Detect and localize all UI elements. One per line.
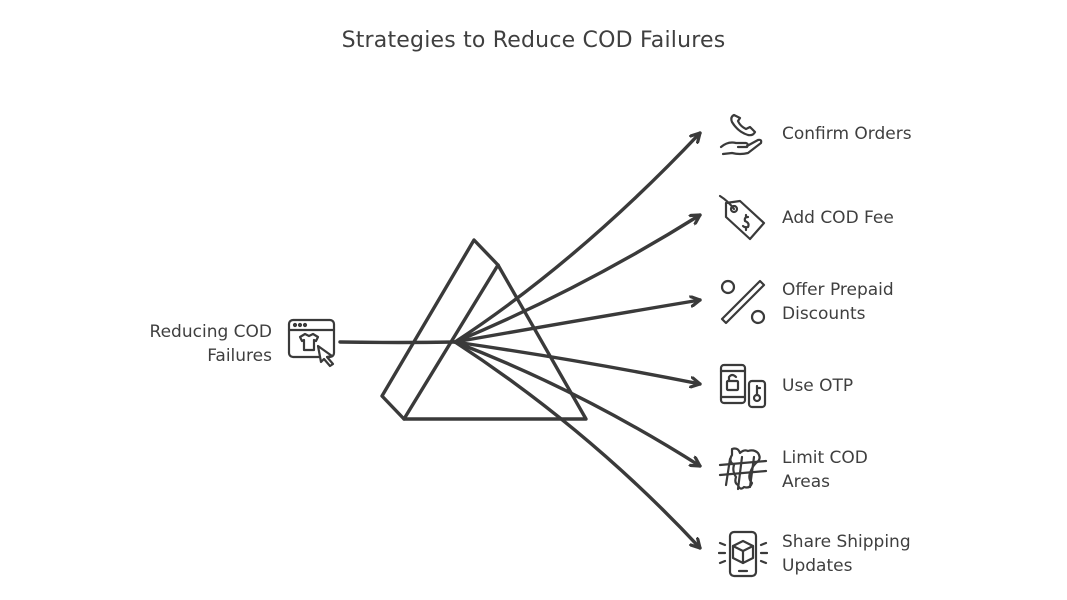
fenced-map-icon <box>718 447 768 491</box>
strategy-label-line1: Share Shipping <box>782 532 911 552</box>
strategy-label-line1: Use OTP <box>782 376 854 396</box>
price-tag-icon <box>718 194 766 241</box>
strategy-label-line2: Discounts <box>782 304 866 324</box>
phone-lock-key-icon <box>719 363 767 409</box>
strategy-use-otp: Use OTP <box>718 358 1058 414</box>
ray-share-shipping <box>453 340 702 550</box>
source-label: Reducing COD Failures <box>150 320 272 368</box>
incoming-beam <box>338 340 457 345</box>
strategy-label-line2: Updates <box>782 556 853 576</box>
prism-edge <box>402 263 500 421</box>
strategy-label-line1: Confirm Orders <box>782 124 912 144</box>
ray-limit-cod-areas <box>453 340 702 468</box>
strategy-label-line2: Areas <box>782 472 830 492</box>
source-label-line1: Reducing COD <box>149 322 272 342</box>
ray-add-cod-fee <box>453 213 702 344</box>
browser-shirt-cursor-icon <box>287 318 336 368</box>
ray-use-otp <box>453 340 702 384</box>
strategy-label-line1: Offer Prepaid <box>782 280 894 300</box>
strategy-limit-cod-areas: Limit COD Areas <box>718 442 1058 498</box>
strategy-offer-prepaid-discounts: Offer Prepaid Discounts <box>718 274 1058 330</box>
strategy-label-line1: Limit COD <box>782 448 868 468</box>
ray-confirm-orders <box>453 131 702 344</box>
prism-outline <box>380 238 588 421</box>
percent-icon <box>720 279 766 325</box>
phone-hand-icon <box>719 113 763 156</box>
strategy-label-line1: Add COD Fee <box>782 208 894 228</box>
ray-offer-prepaid <box>453 300 702 344</box>
source-label-line2: Failures <box>207 346 272 366</box>
strategy-confirm-orders: Confirm Orders <box>718 106 1058 162</box>
phone-package-icon <box>718 530 768 578</box>
page-title: Strategies to Reduce COD Failures <box>341 28 726 53</box>
strategy-share-shipping-updates: Share Shipping Updates <box>718 526 1058 582</box>
strategy-add-cod-fee: Add COD Fee <box>718 190 1058 246</box>
